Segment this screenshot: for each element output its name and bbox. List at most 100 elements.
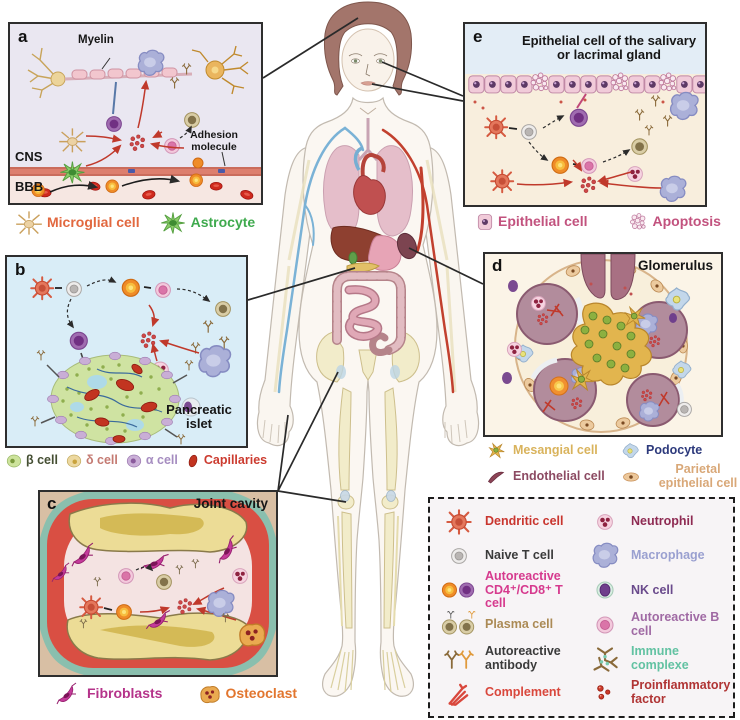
neutrophil-icon: [597, 514, 613, 530]
pancreatic-islet-label: Pancreatic islet: [166, 402, 232, 432]
immune-complex-label: Immune complexe: [631, 643, 689, 672]
parietal-epithelial-cell-label: Parietal epithelial cell: [658, 462, 738, 490]
osteoclast-icon: [239, 623, 266, 647]
autoreactive-antibody-label: Autoreactive antibody: [485, 643, 561, 672]
dendritic-cell-icon: [30, 276, 55, 301]
epithelial-cell-label: Epithelial cell: [498, 213, 588, 230]
autoreactive-t-cell-icon: [121, 278, 140, 297]
endothelial-cell-label: Endothelial cell: [513, 468, 605, 483]
liver: [330, 225, 384, 262]
neuron-right: [191, 45, 249, 95]
legend-item: Microglial cell: [14, 209, 140, 237]
capillaries: [84, 363, 158, 443]
lungs: [323, 145, 413, 237]
microglial-cell-icon: [15, 210, 43, 236]
proinflammatory-factor-icon: [597, 685, 611, 700]
mesangial-cell-label: Mesangial cell: [513, 443, 598, 458]
endothelial-cell-icon: [487, 471, 505, 484]
cd8-t-cell-icon: [569, 108, 588, 127]
macrophage-icon: [206, 589, 235, 618]
glomerulus-label: Glomerulus: [637, 258, 713, 273]
nk-cell-label: NK cell: [631, 582, 674, 597]
legend-item: Mesangial cell: [483, 441, 618, 461]
osteoclast-label: Osteoclast: [225, 685, 298, 702]
legend-item: Plasma cell: [438, 608, 584, 642]
delta-cell-label: δ cell: [85, 453, 118, 468]
alpha-cells: [47, 351, 181, 446]
legend-item: β cell: [5, 452, 58, 470]
b-cell-icon: [155, 282, 171, 298]
legend-item: Proinflammatory factor: [584, 676, 731, 710]
naive-t-cell-icon: [521, 124, 537, 140]
legend-item: Autoreactive B cell: [584, 608, 731, 642]
adhesion-molecule-label: Adhesion molecule: [190, 129, 238, 153]
legend-item: Osteoclast: [198, 682, 297, 706]
capillaries-label: Capillaries: [203, 453, 268, 468]
fibroblasts-label: Fibroblasts: [87, 685, 163, 702]
panel-d-illustration: [485, 254, 721, 435]
immune-complex-icon: [593, 647, 618, 672]
afferent-vessels: [580, 254, 636, 300]
legend-item: Endothelial cell: [483, 463, 618, 491]
macrophage-icon: [592, 542, 619, 569]
intestines: [332, 271, 406, 356]
delta-cell-icon: [66, 454, 82, 468]
dendritic-cell-label: Dendritic cell: [485, 514, 564, 529]
macrophage-label: Macrophage: [631, 548, 705, 563]
plasma-cell-icon: [215, 301, 231, 317]
autoreactive-b-cell-label: Autoreactive B cell: [631, 609, 720, 638]
panel-e: e Epithelial cell of the salivary or lac…: [463, 22, 721, 240]
legend-item: Neutrophil: [584, 505, 731, 539]
legend-item: Fibroblasts: [54, 682, 162, 706]
bone-lower: [66, 612, 249, 661]
panel-c-illustration: [40, 492, 276, 675]
macrophage-icon: [669, 91, 699, 121]
panel-b-illustration: [7, 257, 246, 446]
kidney: [396, 232, 418, 260]
apoptosis-label: Apoptosis: [652, 213, 721, 230]
dendritic-cell-icon: [446, 509, 472, 535]
pancreatic-islet-illustration: [30, 350, 201, 446]
legend-item: Dendritic cell: [438, 505, 584, 539]
legend-item: Complement: [438, 676, 584, 710]
b-cell-icon: [118, 568, 134, 584]
panel-c: c Joint cavity Fibroblasts Osteoclast: [38, 490, 297, 712]
cd8-t-cell-icon: [106, 116, 122, 132]
legend-item: Naive T cell: [438, 539, 584, 573]
autoreactive-b-cell-icon: [596, 616, 614, 634]
neutrophil-icon: [627, 166, 643, 182]
autoreactive-t-cell-label: Autoreactive CD4⁺/CD8⁺ T cell: [485, 568, 563, 611]
autoreactive-t-cell-icon: [116, 604, 132, 620]
podocyte-label: Podocyte: [646, 443, 703, 458]
legend-item: Podocyte: [618, 441, 740, 461]
macrophage-icon: [137, 49, 165, 76]
circulating-t-cells: [31, 157, 204, 197]
complement-icon: [448, 683, 469, 706]
panel-a-illustration: [10, 24, 261, 203]
neuron-left: [27, 47, 56, 99]
naive-t-cell-label: Naive T cell: [485, 548, 554, 563]
head: [324, 1, 412, 115]
legend-item: Capillaries: [185, 451, 267, 471]
legend-item: δ cell: [65, 452, 118, 470]
stomach: [368, 235, 402, 271]
legend-item: Apoptosis: [627, 211, 721, 233]
panel-letter: c: [47, 494, 57, 513]
legend-item: Epithelial cell: [475, 212, 587, 232]
pelvis-bones: [316, 331, 420, 383]
naive-t-cell-icon: [451, 548, 467, 565]
legend-item: Autoreactive antibody: [438, 642, 584, 676]
panel-letter: a: [18, 27, 28, 46]
legend-item: α cell: [125, 452, 178, 470]
plasma-cell-icon: [441, 610, 476, 635]
cd8-t-cell-icon: [69, 331, 88, 350]
epithelial-cell-icon: [477, 214, 493, 230]
autoreactive-antibody-icon: [444, 650, 474, 669]
myelin-label: Myelin: [78, 34, 114, 46]
astrocyte-icon: [160, 211, 185, 235]
alpha-cell-label: α cell: [145, 453, 178, 468]
panel-b: b Pancreatic islet β cell δ cell α cell …: [5, 255, 267, 480]
panel-e-illustration: [465, 24, 705, 205]
bone-upper: [68, 502, 248, 553]
